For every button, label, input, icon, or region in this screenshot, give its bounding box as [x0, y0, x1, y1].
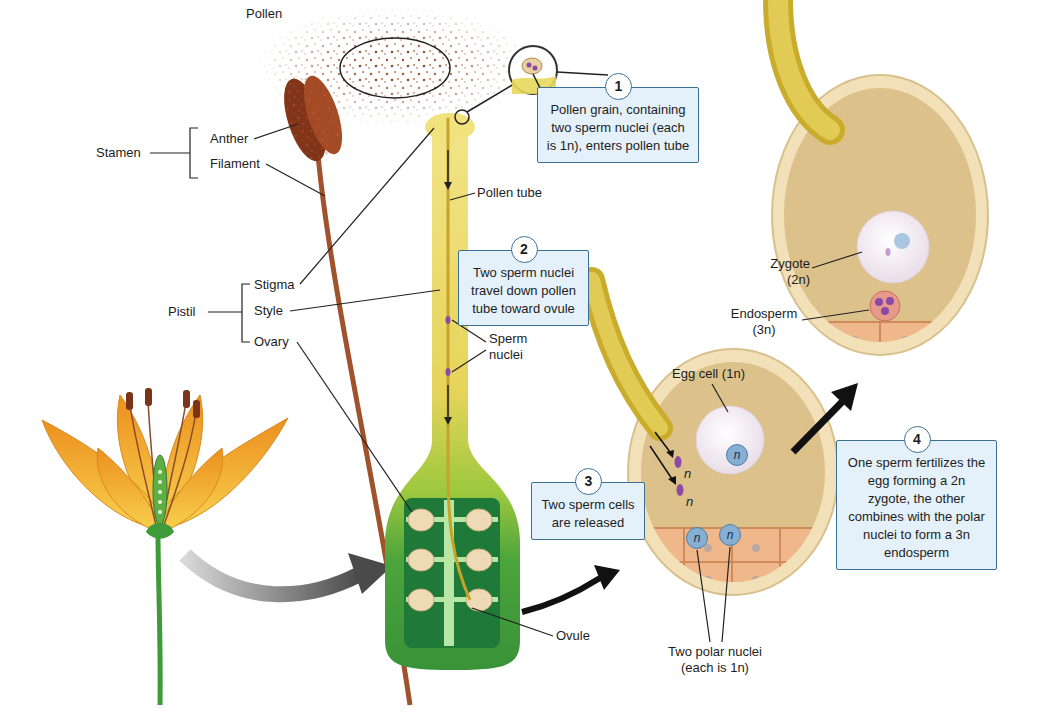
part-label: Style	[254, 303, 283, 319]
callout-text: Two sperm nuclei travel down pollen tube…	[467, 264, 580, 318]
callout-text: Pollen grain, containing two sperm nucle…	[546, 101, 690, 155]
part-label: Ovule	[556, 628, 590, 644]
ploidy-text: n	[687, 528, 707, 548]
part-label: Filament	[210, 156, 260, 172]
polar-nucleus: n	[719, 524, 741, 546]
part-label: Sperm nuclei	[489, 331, 544, 363]
group-label: Pistil	[168, 304, 195, 320]
group-label: Stamen	[96, 145, 141, 161]
polar-nucleus: n	[686, 527, 708, 549]
callout-box: Pollen grain, containing two sperm nucle…	[537, 87, 699, 163]
callout-number: 4	[904, 426, 931, 453]
ploidy-label: n	[686, 494, 693, 510]
callout-number-text: 2	[512, 237, 537, 261]
callout-number-text: 1	[606, 74, 631, 98]
part-label: Stigma	[254, 277, 294, 293]
zoom-arrow	[522, 565, 620, 612]
callout-text: Two sperm cells are released	[540, 496, 636, 532]
part-label: Egg cell (1n)	[672, 366, 745, 382]
leader-lines	[150, 124, 869, 642]
part-label: Pollen tube	[477, 185, 542, 201]
callout-box: One sperm fertilizes the egg forming a 2…	[836, 440, 997, 570]
part-label: Anther	[210, 131, 248, 147]
callout-box: Two sperm nuclei travel down pollen tube…	[458, 250, 589, 326]
callout-text: One sperm fertilizes the egg forming a 2…	[845, 454, 988, 562]
callout-number: 1	[605, 73, 632, 100]
part-label: Two polar nuclei (each is 1n)	[660, 644, 770, 676]
ploidy-text: n	[727, 445, 747, 465]
ovule-after-fertilization	[772, 0, 988, 358]
zoom-arrow	[185, 553, 392, 594]
ploidy-label: n	[684, 466, 691, 482]
callout-box: Two sperm cells are released3	[531, 482, 645, 540]
part-label: Zygote (2n)	[760, 256, 810, 288]
part-label: Endosperm (3n)	[728, 306, 800, 338]
ovule-before-fertilization	[592, 280, 838, 596]
callout-number-text: 4	[905, 427, 930, 451]
callout-number-text: 3	[576, 469, 601, 493]
egg-nucleus: n	[726, 444, 748, 466]
ploidy-text: n	[720, 525, 740, 545]
part-label: Ovary	[254, 334, 289, 350]
callout-number: 3	[575, 468, 602, 495]
part-label: Pollen	[246, 6, 282, 22]
callout-number: 2	[511, 236, 538, 263]
flower-illustration	[42, 388, 288, 705]
